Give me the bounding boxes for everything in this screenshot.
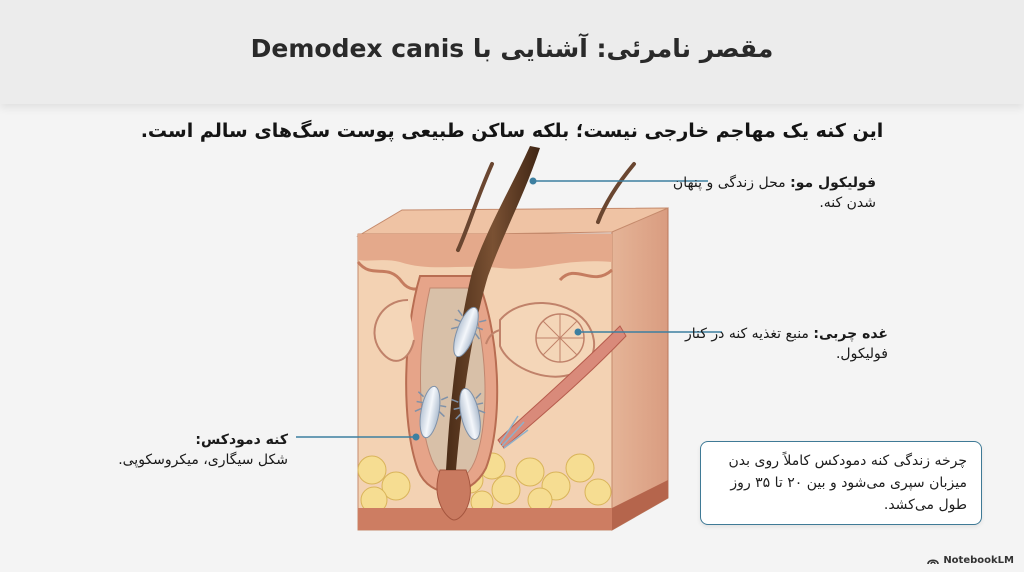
hair-shaft-main: [446, 146, 540, 470]
demodex-mite-2: [414, 385, 449, 439]
info-box-text: چرخه زندگی کنه دمودکس کاملاً روی بدن میز…: [728, 453, 967, 513]
label-demodex-mite: کنه دمودکس: شکل سیگاری، میکروسکوپی.: [98, 430, 288, 470]
subcutis-base: [358, 508, 612, 530]
label-sebaceous-gland-text: منبع تغذیه کنه در کنار فولیکول.: [685, 326, 888, 362]
hair-shaft-right: [596, 162, 636, 224]
label-sebaceous-gland: غده چربی: منبع تغذیه کنه در کنار فولیکول…: [668, 324, 888, 364]
label-hair-follicle: فولیکول مو: محل زندگی و پنهان شدن کنه.: [656, 173, 876, 213]
page-subtitle: این کنه یک مهاجم خارجی نیست؛ بلکه ساکن ط…: [140, 120, 884, 142]
label-demodex-mite-text: شکل سیگاری، میکروسکوپی.: [118, 452, 288, 468]
leader-lines: [296, 180, 722, 438]
leader-dot-mite: [412, 433, 420, 441]
page-title: مقصر نامرئی: آشنایی با Demodex canis: [250, 34, 774, 63]
label-sebaceous-gland-term: غده چربی:: [813, 326, 888, 342]
arrector-pili-muscle: [497, 325, 627, 449]
title-band: [0, 0, 1024, 104]
hair-bulb: [436, 469, 471, 521]
hair-shaft-left: [456, 162, 494, 252]
brand-watermark: NotebookLM: [927, 555, 1014, 566]
label-demodex-mite-term: کنه دمودکس:: [195, 432, 288, 448]
skin-block-top: [356, 207, 669, 237]
brand-name: NotebookLM: [943, 555, 1014, 566]
demodex-mite-3: [451, 387, 486, 441]
skin-block-side: [611, 207, 669, 531]
sebaceous-gland: [485, 302, 596, 378]
notebooklm-logo-icon: [927, 558, 940, 564]
leader-dot-gland: [574, 328, 582, 336]
life-cycle-info-box: چرخه زندگی کنه دمودکس کاملاً روی بدن میز…: [700, 441, 982, 525]
label-hair-follicle-term: فولیکول مو:: [790, 175, 876, 191]
leader-dot-follicle: [529, 177, 537, 185]
label-hair-follicle-text: محل زندگی و پنهان شدن کنه.: [672, 175, 876, 211]
demodex-mite-1: [451, 306, 487, 358]
